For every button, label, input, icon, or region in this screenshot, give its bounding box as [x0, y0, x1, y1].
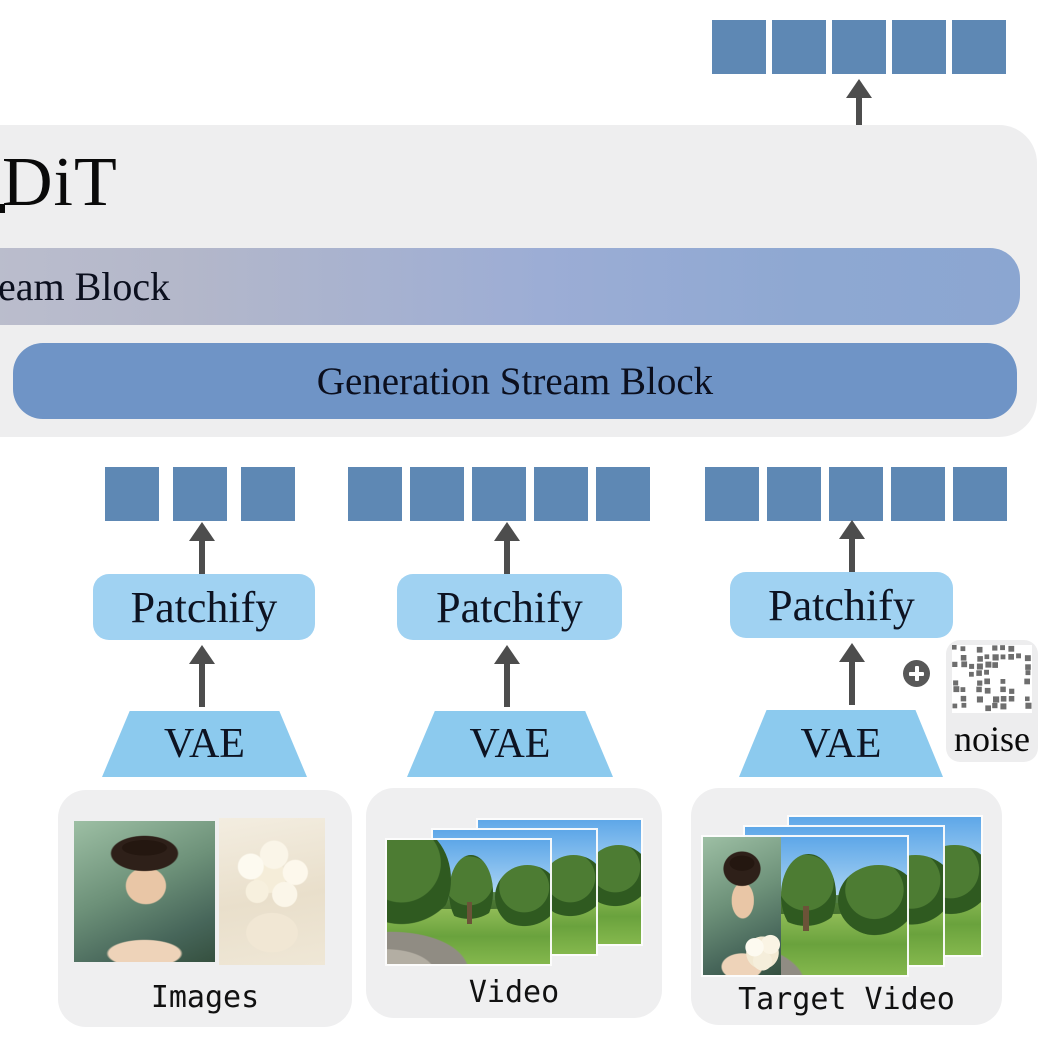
- arrow-up-icon: [838, 520, 866, 574]
- target-video-input-card: Target Video: [691, 788, 1002, 1025]
- video-frame-photo: [387, 840, 550, 964]
- patchify-box-video: Patchify: [397, 574, 622, 640]
- video-token-square: [348, 467, 402, 521]
- video-token-square: [472, 467, 526, 521]
- bouquet-overlay: [735, 928, 789, 975]
- portrait-photo: [74, 821, 215, 962]
- vae-trapezoid-target: VAE: [739, 710, 943, 777]
- upper-stream-block: eam Block: [0, 248, 1020, 325]
- vae-trapezoid-video: VAE: [407, 711, 613, 777]
- output-token-square: [772, 20, 826, 74]
- arrow-up-icon: [493, 522, 521, 576]
- arrow-up-icon: [493, 645, 521, 707]
- output-token-square: [832, 20, 886, 74]
- arrow-up-icon: [845, 79, 873, 126]
- generation-stream-block-label: Generation Stream Block: [316, 359, 714, 403]
- target-token-square: [829, 467, 883, 521]
- mmdit-title: DiT: [2, 144, 118, 221]
- noise-label: noise: [954, 719, 1030, 759]
- patchify-box-target: Patchify: [730, 572, 953, 638]
- images-token-square: [241, 467, 295, 521]
- images-card-label: Images: [150, 980, 260, 1015]
- images-token-square: [105, 467, 159, 521]
- images-input-card: Images: [58, 790, 352, 1027]
- generation-stream-block: Generation Stream Block: [13, 343, 1017, 419]
- noise-pattern: [952, 645, 1032, 713]
- target-frame-photo: [703, 837, 907, 975]
- target-token-square: [891, 467, 945, 521]
- video-token-square: [534, 467, 588, 521]
- arrow-head: [846, 79, 872, 98]
- arrow-stem: [856, 98, 862, 126]
- video-input-card: Video: [366, 788, 662, 1018]
- images-token-square: [173, 467, 227, 521]
- patchify-box-images: Patchify: [93, 574, 315, 640]
- target-token-square: [767, 467, 821, 521]
- target-video-card-label: Target Video: [738, 982, 955, 1017]
- arrow-up-icon: [838, 643, 866, 705]
- output-token-square: [712, 20, 766, 74]
- upper-stream-block-label: eam Block: [0, 264, 171, 309]
- bouquet-photo: [219, 818, 325, 965]
- arrow-up-icon: [188, 522, 216, 576]
- clipped-letter-stroke: [0, 204, 5, 213]
- target-token-square: [953, 467, 1007, 521]
- vae-trapezoid-images: VAE: [102, 711, 307, 777]
- output-token-square: [952, 20, 1006, 74]
- plus-circle-icon: [903, 660, 930, 687]
- output-token-square: [892, 20, 946, 74]
- video-token-square: [596, 467, 650, 521]
- video-token-square: [410, 467, 464, 521]
- arrow-up-icon: [188, 645, 216, 707]
- video-card-label: Video: [468, 975, 560, 1010]
- noise-card: noise: [946, 640, 1038, 762]
- target-token-square: [705, 467, 759, 521]
